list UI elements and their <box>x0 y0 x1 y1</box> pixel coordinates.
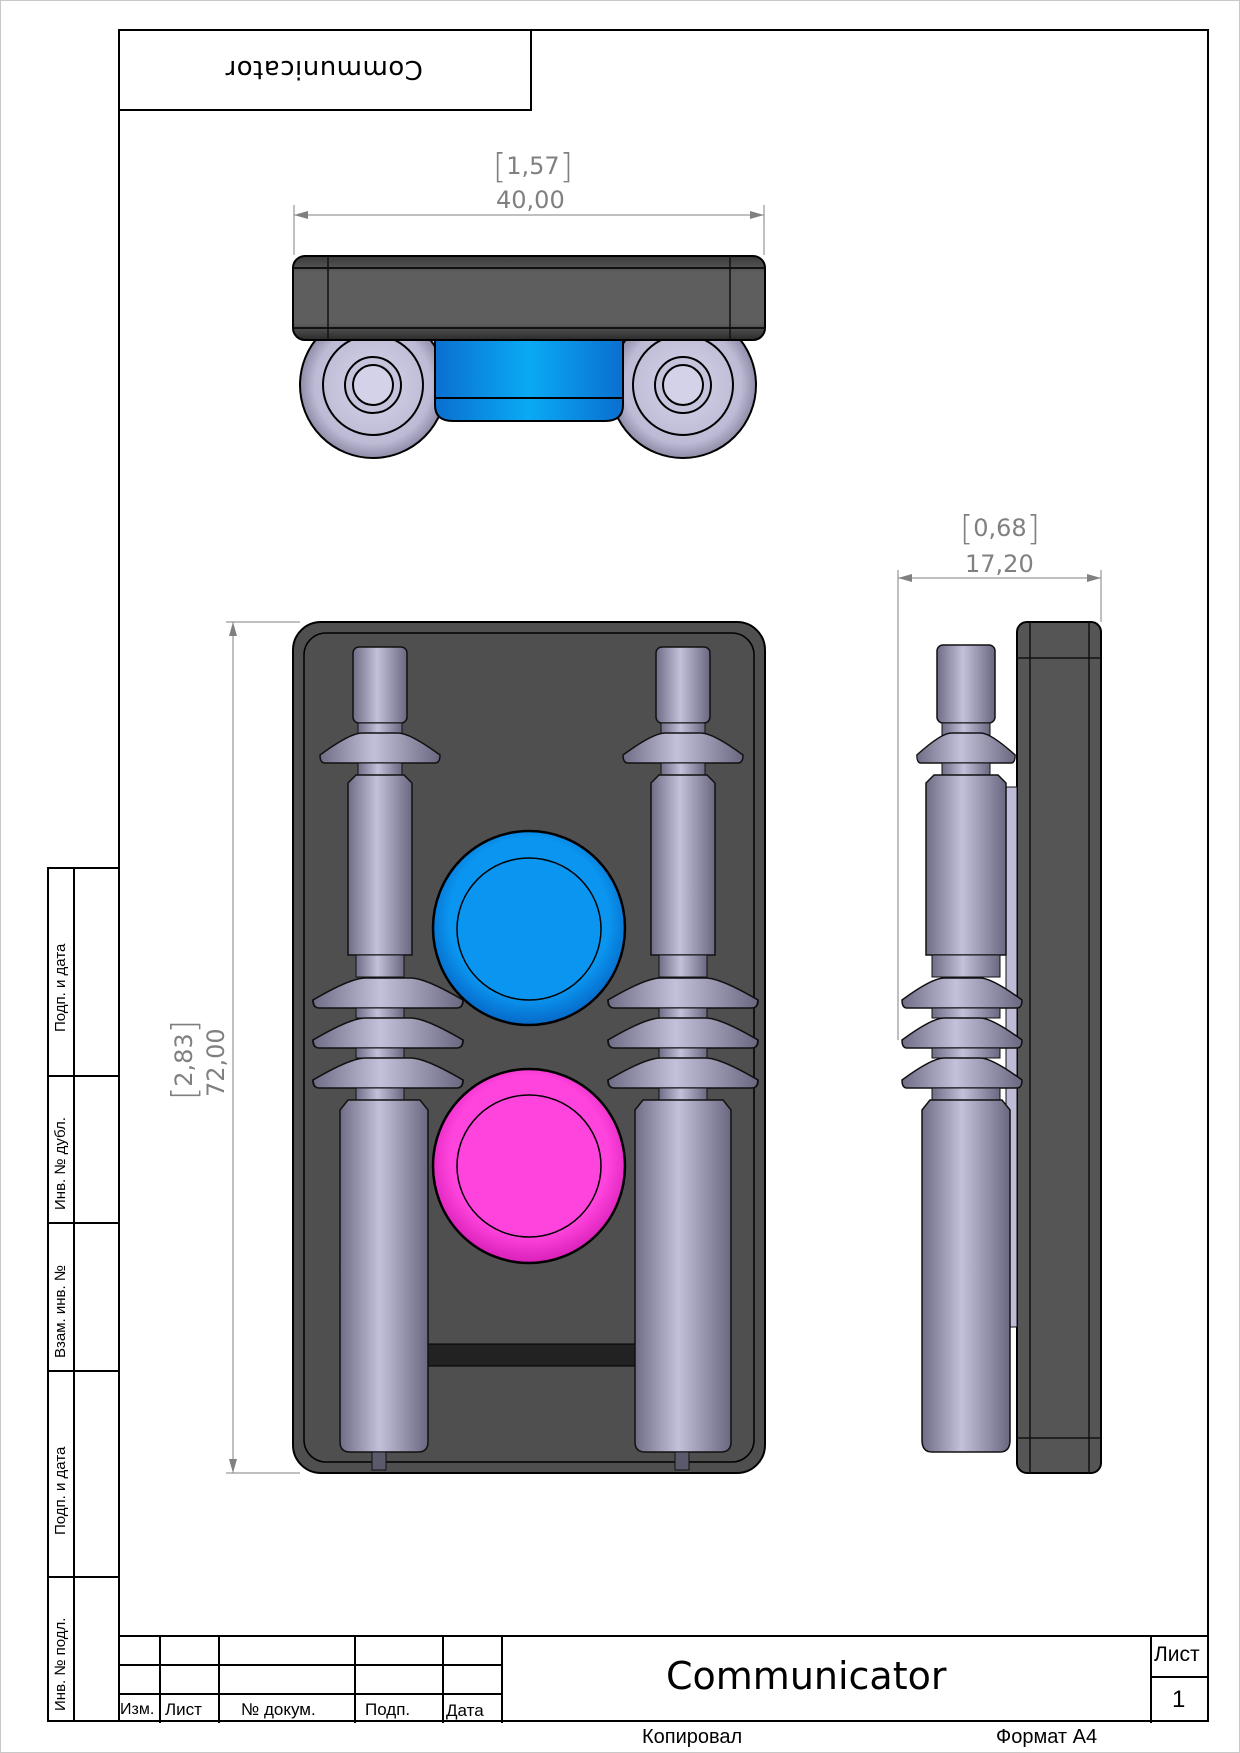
mirrored-title-box: Communicator <box>118 29 532 111</box>
top-width-inch: [1,57] <box>493 147 573 187</box>
col-header-doc-number: № докум. <box>241 1700 316 1719</box>
col-header-signature: Подп. <box>365 1700 411 1719</box>
side-depth-mm: 17,20 <box>965 550 1034 578</box>
front-view <box>226 621 766 1474</box>
col-header-list: Лист <box>165 1700 202 1719</box>
strip-cell: Подп. и дата <box>49 1372 118 1578</box>
left-side-strip: Подп. и дата Инв. № дубл. Взам. инв. № П… <box>47 867 118 1722</box>
drawing-frame <box>118 29 1209 1722</box>
side-view <box>897 570 1102 1474</box>
document-title: Communicator <box>666 1654 947 1698</box>
strip-cell: Подп. и дата <box>49 869 118 1077</box>
strip-cell: Инв. № подл. <box>49 1578 118 1722</box>
front-height-inch: [2,83] <box>165 1020 205 1100</box>
title-block: Изм. Лист № докум. Подп. Дата Communicat… <box>118 1635 1209 1723</box>
strip-cell: Взам. инв. № <box>49 1224 118 1372</box>
pink-button <box>431 1067 627 1265</box>
front-height-mm: 72,00 <box>202 1028 230 1097</box>
top-view <box>292 205 766 459</box>
top-width-mm: 40,00 <box>496 186 565 214</box>
col-header-date: Дата <box>446 1701 484 1720</box>
strip-cell: Инв. № дубл. <box>49 1077 118 1224</box>
copied-by-label: Копировал <box>642 1726 743 1748</box>
side-depth-inch: [0,68] <box>960 509 1040 549</box>
sheet-label: Лист <box>1154 1643 1200 1666</box>
col-header-izm: Изм. <box>120 1701 155 1718</box>
blue-button <box>431 829 627 1027</box>
sheet-number: 1 <box>1172 1686 1186 1713</box>
format-label: Формат А4 <box>996 1726 1098 1748</box>
